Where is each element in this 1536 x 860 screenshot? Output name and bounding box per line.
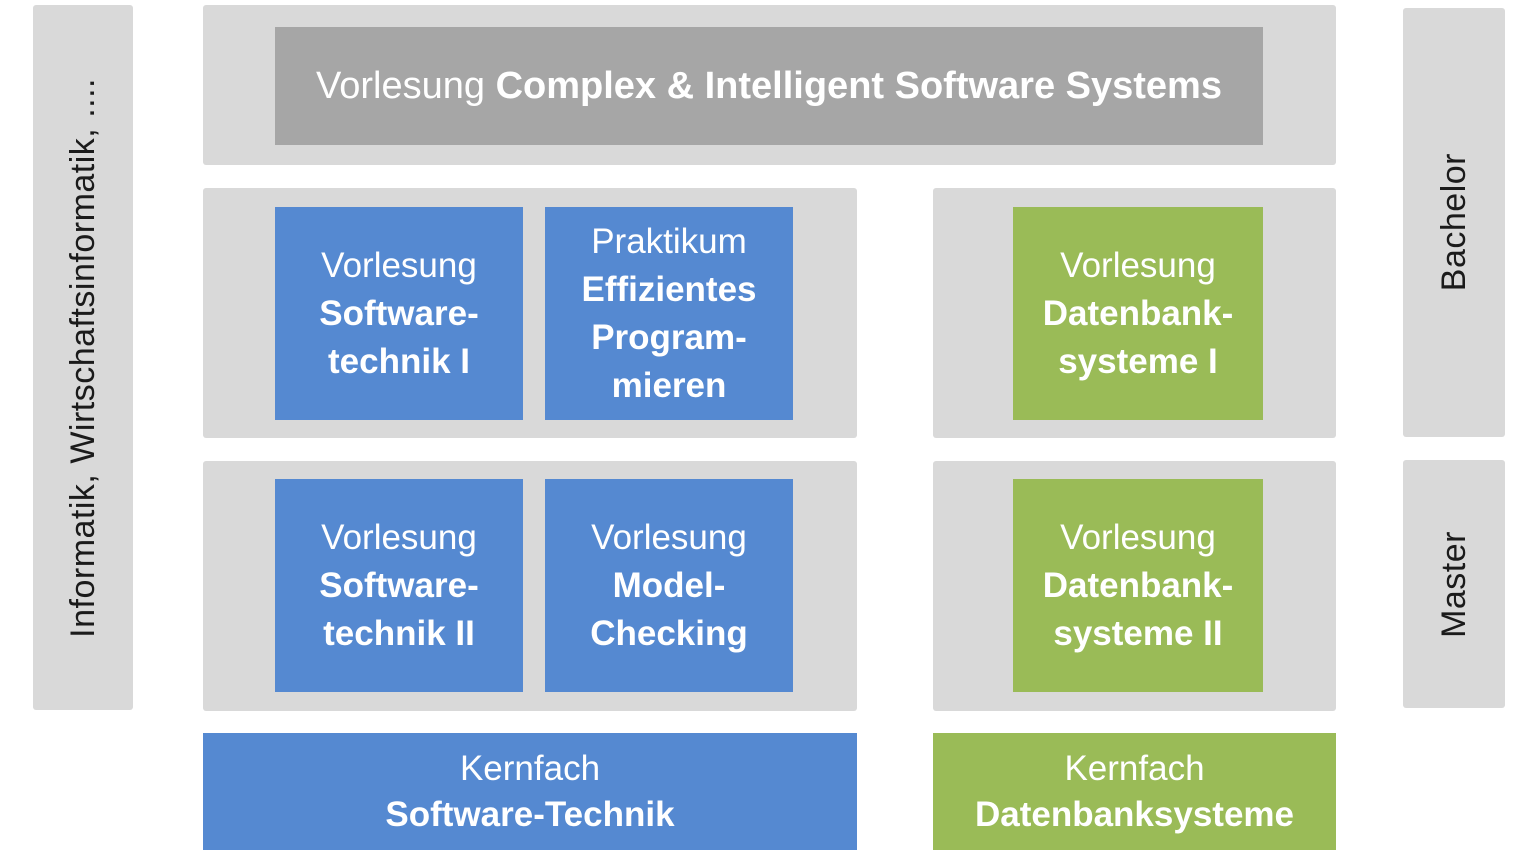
course-name-line: Model- [612,565,726,605]
programs-sidebar: Informatik, Wirtschaftsinformatik, .... [33,5,133,710]
course-box-datenbanksysteme-2: Vorlesung Datenbank- systeme II [1013,479,1263,692]
ciss-lecture-box: Vorlesung Complex & Intelligent Software… [275,27,1263,145]
course-name-line: systeme I [1058,341,1218,381]
ciss-lecture-title: Complex & Intelligent Software Systems [495,64,1222,107]
course-type: Praktikum [591,221,747,261]
ciss-lecture-text: Vorlesung Complex & Intelligent Software… [316,65,1222,108]
kernfach-datenbanksysteme-bar: Kernfach Datenbanksysteme [933,733,1336,850]
row2-software-container: Vorlesung Software- technik II Vorlesung… [203,461,857,711]
course-type: Vorlesung [591,517,747,557]
course-name-line: Effizientes [581,269,757,309]
course-type: Vorlesung [321,517,477,557]
course-name-line: Software- [319,565,479,605]
master-sidebar: Master [1403,460,1505,708]
course-name-line: Datenbank- [1042,293,1234,333]
ciss-lecture-container: Vorlesung Complex & Intelligent Software… [203,5,1336,165]
course-type: Vorlesung [321,245,477,285]
bachelor-label: Bachelor [1434,153,1473,292]
course-box-model-checking: Vorlesung Model- Checking [545,479,793,692]
ciss-lecture-type: Vorlesung [316,64,486,107]
row2-datenbank-container: Vorlesung Datenbank- systeme II [933,461,1336,711]
row1-software-container: Vorlesung Software- technik I Praktikum … [203,188,857,438]
course-name-line: Datenbank- [1042,565,1234,605]
course-name-line: systeme II [1053,613,1223,653]
course-box-effizientes-programmieren: Praktikum Effizientes Program- mieren [545,207,793,420]
course-name-line: Program- [591,317,747,357]
course-name-line: Checking [590,613,748,653]
course-name-line: mieren [611,365,727,405]
course-type: Vorlesung [1060,245,1216,285]
course-name-line: Software- [319,293,479,333]
course-type: Vorlesung [1060,517,1216,557]
kernfach-software-technik-bar: Kernfach Software-Technik [203,733,857,850]
kernfach-name: Software-Technik [385,794,675,834]
kernfach-label: Kernfach [1064,748,1205,788]
master-label: Master [1434,530,1473,638]
kernfach-label: Kernfach [459,748,601,788]
row1-datenbank-container: Vorlesung Datenbank- systeme I [933,188,1336,438]
kernfach-name: Datenbanksysteme [974,794,1295,834]
course-name-line: technik II [323,613,475,653]
course-name-line: technik I [328,341,470,381]
course-box-datenbanksysteme-1: Vorlesung Datenbank- systeme I [1013,207,1263,420]
bachelor-sidebar: Bachelor [1403,8,1505,437]
course-box-softwaretechnik-1: Vorlesung Software- technik I [275,207,523,420]
course-box-softwaretechnik-2: Vorlesung Software- technik II [275,479,523,692]
programs-label: Informatik, Wirtschaftsinformatik, .... [63,77,102,638]
